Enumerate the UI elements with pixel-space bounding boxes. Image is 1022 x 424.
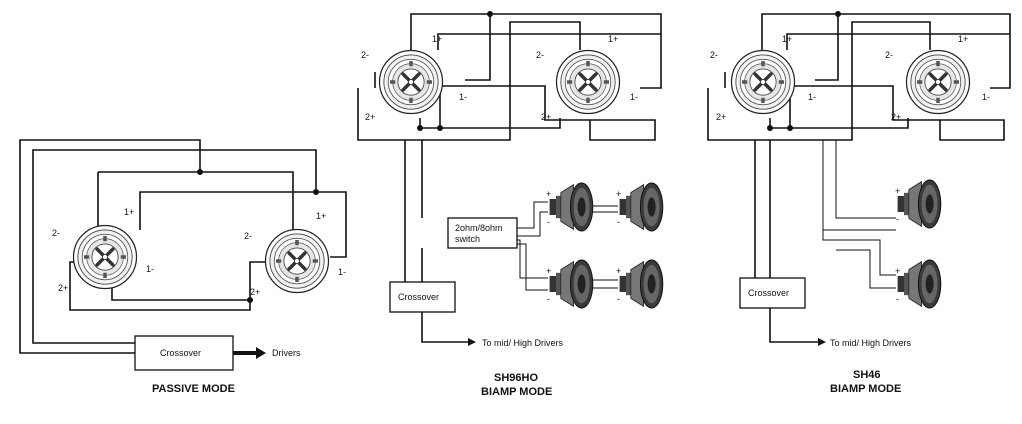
sh46-right-2plus: 2+: [891, 112, 901, 122]
sh96ho-woofer-3-minus: -: [547, 294, 550, 304]
sh46-right-1minus: 1-: [982, 92, 990, 102]
sh96ho-panel: 1+ 1- 2- 2+ 1+ 1- 2- 2+ 2ohm/8ohm switch…: [357, 11, 664, 398]
sh96ho-woofer-3-plus: +: [546, 266, 551, 276]
sh46-right-2minus: 2-: [885, 50, 893, 60]
passive-panel: 1+ 1- 2- 2+ 1+ 1- 2- 2+ Crossover Driver…: [19, 139, 347, 395]
passive-left-2minus: 2-: [52, 228, 60, 238]
sh96ho-woofer-2: [618, 182, 664, 232]
sh46-right-1plus: 1+: [958, 34, 968, 44]
passive-crossover-box: [134, 335, 234, 371]
sh96ho-woofer-1-minus: -: [547, 217, 550, 227]
sh96ho-crossover-box: [389, 281, 456, 313]
sh96ho-woofer-3: [548, 259, 594, 309]
sh46-woofer-1-plus: +: [895, 186, 900, 196]
passive-right-1minus: 1-: [338, 267, 346, 277]
sh96ho-right-2minus: 2-: [536, 50, 544, 60]
sh46-woofer-1: [896, 179, 942, 229]
passive-right-2plus: 2+: [250, 287, 260, 297]
sh46-woofer-2: [896, 259, 942, 309]
sh96ho-left-2minus: 2-: [361, 50, 369, 60]
sh96ho-woofer-4-minus: -: [617, 294, 620, 304]
sh46-caption-mode: BIAMP MODE: [830, 383, 901, 395]
passive-left-1plus: 1+: [124, 207, 134, 217]
sh96ho-left-1plus: 1+: [432, 34, 442, 44]
sh96ho-left-2plus: 2+: [365, 112, 375, 122]
sh96ho-switch-box: [447, 217, 518, 249]
sh46-terminal-right: [904, 48, 972, 116]
sh96ho-right-2plus: 2+: [541, 112, 551, 122]
sh96ho-output-label: To mid/ High Drivers: [482, 338, 564, 348]
sh96ho-woofer-1-plus: +: [546, 189, 551, 199]
sh96ho-crossover-label: Crossover: [398, 292, 439, 302]
passive-caption: PASSIVE MODE: [152, 383, 235, 395]
sh46-panel: 1+ 1- 2- 2+ 1+ 1- 2- 2+ + - + - Crossove…: [707, 11, 1011, 395]
passive-terminal-left: [71, 223, 139, 291]
passive-crossover-label: Crossover: [160, 348, 201, 358]
sh46-left-1minus: 1-: [808, 92, 816, 102]
sh96ho-terminal-right: [554, 48, 622, 116]
sh46-caption-model: SH46: [853, 369, 881, 381]
sh46-woofer-1-minus: -: [896, 214, 899, 224]
sh46-terminal-left: [729, 48, 797, 116]
sh46-woofer-2-plus: +: [895, 266, 900, 276]
sh46-left-2minus: 2-: [710, 50, 718, 60]
sh96ho-right-1plus: 1+: [608, 34, 618, 44]
sh46-crossover-box: [739, 277, 806, 309]
sh96ho-terminal-left: [377, 48, 445, 116]
sh46-left-1plus: 1+: [782, 34, 792, 44]
passive-drivers-label: Drivers: [272, 348, 301, 358]
sh96ho-switch-line1: 2ohm/8ohm: [455, 223, 503, 233]
passive-right-2minus: 2-: [244, 231, 252, 241]
sh46-output-label: To mid/ High Drivers: [830, 338, 912, 348]
sh96ho-caption-mode: BIAMP MODE: [481, 386, 552, 398]
sh46-woofer-2-minus: -: [896, 294, 899, 304]
sh96ho-switch-line2: switch: [455, 234, 480, 244]
sh96ho-woofer-4-plus: +: [616, 266, 621, 276]
sh46-crossover-label: Crossover: [748, 288, 789, 298]
sh46-left-2plus: 2+: [716, 112, 726, 122]
sh96ho-woofer-2-plus: +: [616, 189, 621, 199]
sh96ho-caption-model: SH96HO: [494, 372, 538, 384]
passive-left-2plus: 2+: [58, 283, 68, 293]
sh96ho-woofer-2-minus: -: [617, 217, 620, 227]
sh96ho-woofer-1: [548, 182, 594, 232]
sh96ho-wiring: [357, 11, 662, 343]
sh96ho-right-1minus: 1-: [630, 92, 638, 102]
passive-right-1plus: 1+: [316, 211, 326, 221]
sh46-wiring: [707, 11, 1011, 343]
sh96ho-woofer-4: [618, 259, 664, 309]
sh96ho-left-1minus: 1-: [459, 92, 467, 102]
passive-terminal-right: [263, 227, 331, 295]
passive-left-1minus: 1-: [146, 264, 154, 274]
